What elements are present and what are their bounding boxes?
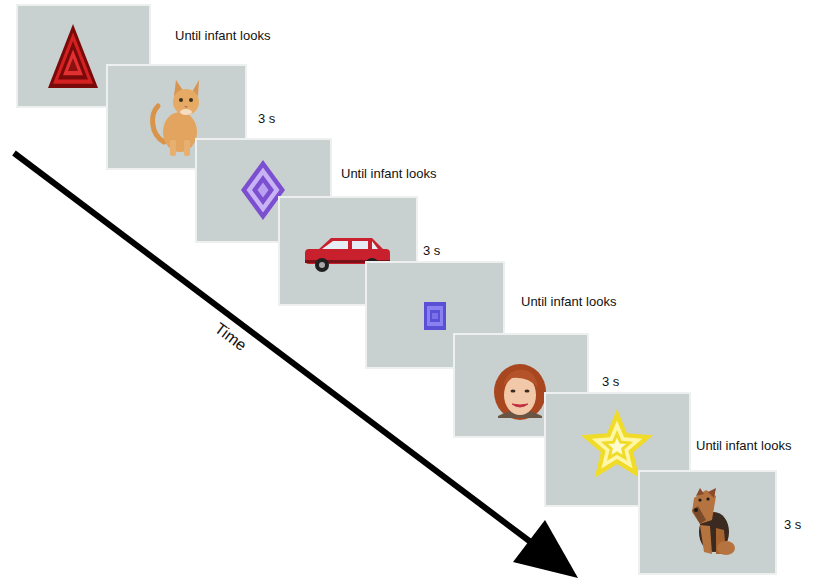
- time-arrow-part: [513, 520, 578, 578]
- duration-label: 3 s: [258, 111, 275, 127]
- duration-label: 3 s: [602, 374, 619, 390]
- face-picture-part: [494, 364, 546, 420]
- square-attention-getter-part: [430, 310, 440, 322]
- dog-picture-part: [696, 488, 704, 496]
- cat-picture-part: [170, 140, 176, 156]
- triangle-attention-getter-part: [68, 58, 78, 71]
- duration-label: Until infant looks: [175, 28, 270, 44]
- diamond-attention-getter-part: [258, 183, 269, 198]
- cat-picture-part: [153, 106, 164, 142]
- star-attention-getter-part: [592, 420, 643, 468]
- cat-picture-part: [179, 98, 183, 102]
- car-picture-part: [372, 241, 378, 249]
- star-attention-getter-part-part: [601, 430, 633, 461]
- cat-picture-part: [163, 112, 197, 152]
- dog-picture-part: [700, 525, 712, 554]
- car-picture-part: [318, 238, 384, 250]
- stimulus-screen: [639, 471, 776, 574]
- triangle-attention-getter-part: [53, 33, 93, 84]
- cat-picture-part: [180, 109, 192, 115]
- square-attention-getter-part: [427, 306, 443, 326]
- dog-picture-part: [692, 506, 706, 524]
- car-picture-part: [352, 241, 368, 249]
- car-picture-part: [315, 258, 329, 272]
- star-attention-getter-part-part: [592, 420, 643, 468]
- cat-picture-part: [173, 89, 199, 115]
- star-attention-getter-part-part: [608, 438, 626, 455]
- square-attention-getter-part: [432, 313, 438, 319]
- face-picture-part: [503, 370, 538, 388]
- square-attention-getter-part: [424, 302, 446, 330]
- screen-frame: [639, 471, 776, 574]
- dog-picture-part: [706, 497, 709, 500]
- car-picture-part: [322, 241, 348, 249]
- dog-picture-part: [708, 488, 716, 498]
- dog-picture-part: [694, 508, 698, 512]
- triangle-attention-getter-part: [58, 41, 88, 79]
- car-picture-part: [319, 262, 325, 268]
- star-attention-getter-part: [608, 438, 626, 455]
- dog-picture: [692, 488, 735, 555]
- diamond-attention-getter-part: [247, 168, 280, 213]
- dog-picture-part: [717, 541, 735, 555]
- diamond-attention-getter-part: [252, 175, 274, 205]
- dog-picture-part: [698, 498, 701, 501]
- triangle-attention-getter-part: [48, 24, 98, 88]
- duration-label: Until infant looks: [341, 166, 436, 182]
- duration-label: Until infant looks: [696, 438, 791, 454]
- axis-label: Time: [211, 319, 250, 354]
- star-attention-getter-part: [601, 430, 633, 461]
- time-arrow: [14, 153, 578, 578]
- face-picture-part: [512, 404, 528, 407]
- cat-picture-part: [184, 140, 190, 156]
- square-attention-getter: [424, 302, 446, 330]
- star-attention-getter-part: [581, 409, 653, 478]
- duration-label: Until infant looks: [521, 294, 616, 310]
- duration-label: 3 s: [784, 517, 801, 533]
- time-arrow-part: [14, 153, 536, 546]
- face-picture-part: [511, 389, 516, 392]
- cat-picture-part: [189, 98, 193, 102]
- cat-picture-part: [184, 106, 188, 108]
- star-attention-getter: [581, 409, 653, 478]
- triangle-attention-getter: [48, 24, 98, 88]
- cat-picture: [153, 80, 199, 156]
- face-picture: [494, 364, 546, 420]
- face-picture-part: [525, 389, 530, 392]
- duration-label: 3 s: [423, 243, 440, 259]
- triangle-attention-getter-part: [63, 50, 83, 76]
